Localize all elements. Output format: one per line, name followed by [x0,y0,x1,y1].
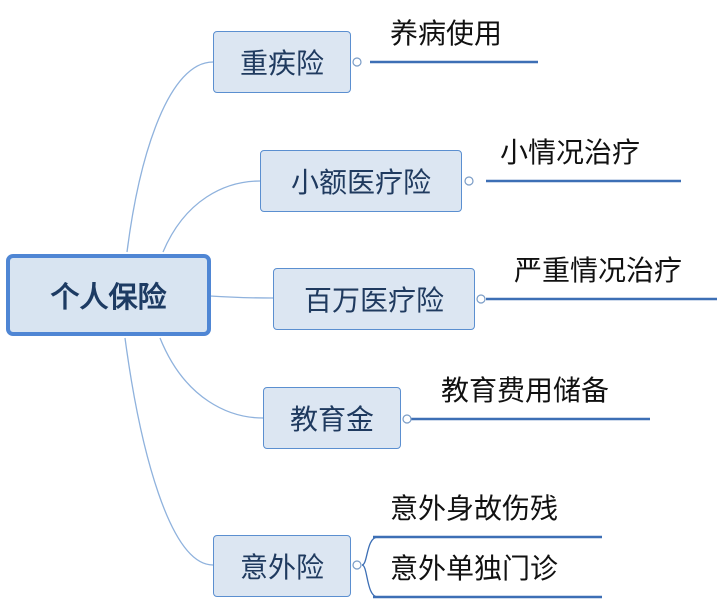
leaf-xiao-qingkuang-zhiliao[interactable]: 小情况治疗 [500,136,641,169]
connector-yiwai-fork-top [361,536,379,566]
connector-root-to-yiwaixian [124,337,214,566]
branch-node-baiwan-yiliaoxian[interactable]: 百万医疗险 [273,268,475,330]
leaf-yanzhong-qingkuang-zhiliao[interactable]: 严重情况治疗 [514,254,683,287]
central-topic[interactable]: 个人保险 [6,254,211,336]
leaf-yangbing-shiyong[interactable]: 养病使用 [390,17,503,50]
connector-root-to-baiwan [209,295,274,299]
connector-yiwai-fork-bottom [361,564,379,598]
leaf-yiwai-shengu-shangcan[interactable]: 意外身故伤残 [390,492,559,525]
branch-node-xiaoe-yiliaoxian[interactable]: 小额医疗险 [260,150,462,212]
branch-node-zhongjixian[interactable]: 重疾险 [213,31,351,93]
collapse-handle-xiaoe [464,176,474,186]
branch-node-yiwaixian[interactable]: 意外险 [213,535,351,597]
leaf-jiaoyu-feiyong-chubei[interactable]: 教育费用储备 [441,374,610,407]
collapse-handle-baiwan [476,294,486,304]
connector-root-to-zhongjixian [126,61,214,253]
collapse-handle-yiwaixian [352,560,362,570]
branch-node-jiaoyujin[interactable]: 教育金 [263,387,401,449]
leaf-yiwai-dandu-menzhen[interactable]: 意外单独门诊 [390,552,559,585]
collapse-handle-jiaoyujin [402,414,412,424]
connector-root-to-xiaoe [162,180,261,253]
collapse-handle-zhongjixian [352,57,362,67]
connector-root-to-jiaoyujin [159,337,264,419]
